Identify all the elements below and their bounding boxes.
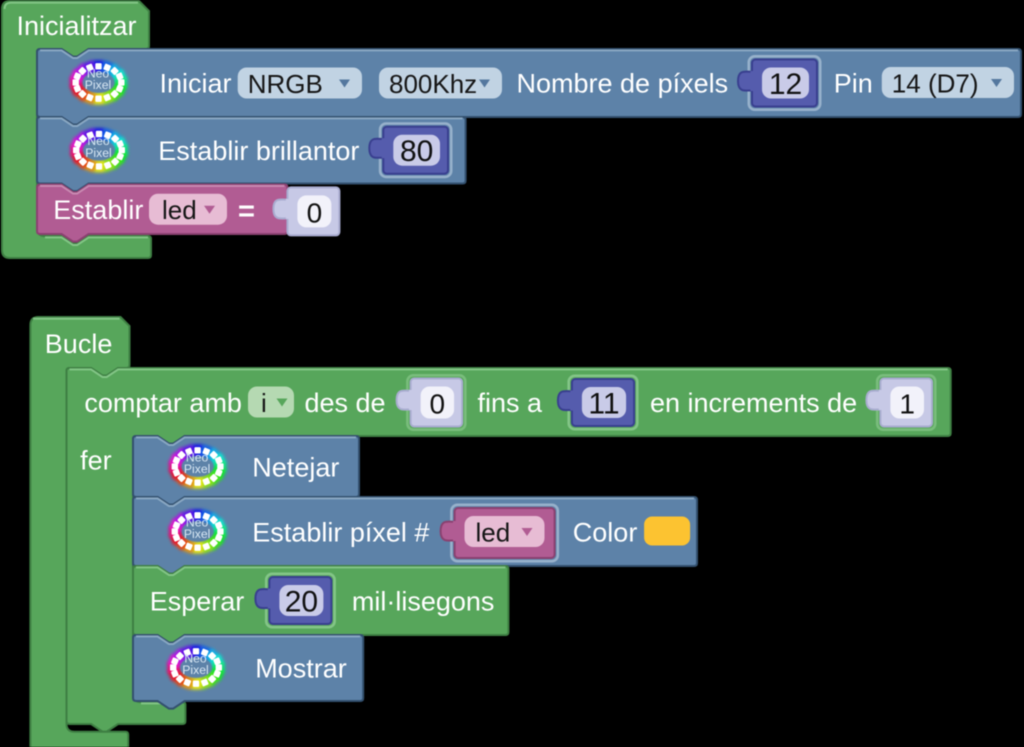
svg-text:Inicialitzar: Inicialitzar [17, 11, 137, 41]
svg-text:1: 1 [899, 389, 915, 420]
svg-text:80: 80 [400, 135, 433, 168]
svg-text:Pixel: Pixel [85, 78, 111, 92]
svg-text:Neo: Neo [87, 134, 110, 148]
svg-text:Mostrar: Mostrar [255, 654, 347, 684]
svg-text:11: 11 [588, 388, 619, 421]
svg-text:Neo: Neo [87, 67, 110, 81]
svg-text:fins a: fins a [478, 388, 544, 418]
svg-text:800Khz: 800Khz [389, 69, 477, 99]
svg-text:14 (D7): 14 (D7) [892, 69, 979, 99]
svg-text:Establir píxel #: Establir píxel # [252, 518, 429, 548]
svg-text:0: 0 [430, 389, 446, 420]
svg-text:Netejar: Netejar [252, 453, 339, 483]
svg-text:Pixel: Pixel [85, 146, 111, 160]
svg-text:0: 0 [307, 197, 323, 228]
svg-text:Esperar: Esperar [150, 587, 245, 617]
svg-text:Establir brillantor: Establir brillantor [158, 136, 359, 166]
svg-text:Pixel: Pixel [184, 527, 210, 541]
svg-text:12: 12 [769, 68, 802, 101]
svg-text:NRGB: NRGB [248, 69, 323, 99]
svg-text:20: 20 [285, 586, 318, 619]
svg-text:Establir: Establir [53, 195, 143, 225]
svg-text:i: i [261, 388, 267, 418]
svg-text:Pixel: Pixel [182, 663, 208, 677]
svg-text:led: led [476, 518, 511, 548]
svg-text:comptar amb: comptar amb [84, 388, 242, 418]
svg-text:led: led [162, 195, 197, 225]
svg-text:des de: des de [305, 388, 386, 418]
svg-text:Neo: Neo [184, 652, 207, 666]
svg-text:Neo: Neo [186, 451, 209, 465]
svg-text:Bucle: Bucle [45, 329, 113, 359]
svg-text:en increments de: en increments de [650, 388, 857, 418]
svg-text:mil·lisegons: mil·lisegons [352, 587, 495, 617]
svg-text:Pixel: Pixel [184, 462, 210, 476]
svg-text:Iniciar: Iniciar [160, 69, 232, 99]
svg-text:Neo: Neo [186, 516, 209, 530]
svg-text:Color: Color [573, 518, 638, 548]
svg-text:Pin: Pin [834, 69, 873, 99]
svg-text:Nombre de píxels: Nombre de píxels [517, 69, 729, 99]
svg-text:fer: fer [80, 446, 112, 476]
svg-text:=: = [238, 196, 255, 228]
